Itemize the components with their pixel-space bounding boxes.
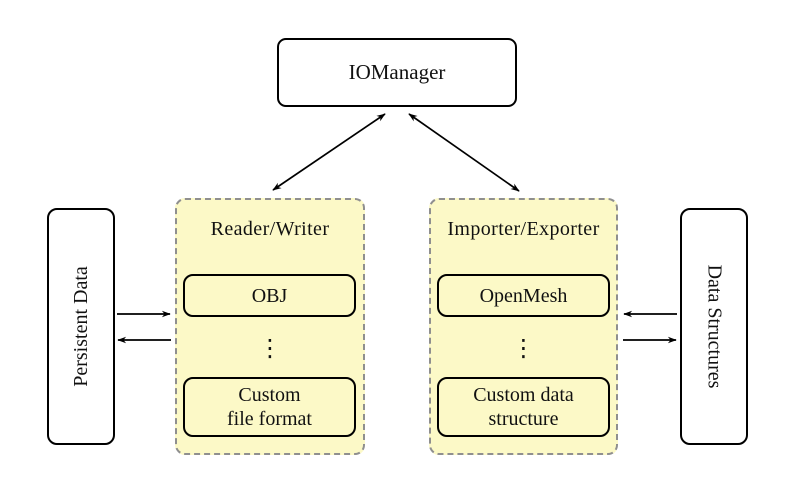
node-persistent-data: Persistent Data [47,208,115,445]
arrow-iomanager-importerexporter-icon [408,113,520,192]
group-reader-writer: Reader/Writer OBJ ⋮ Custom file format [175,198,365,455]
vertical-ellipsis-icon: ⋮ [511,334,536,362]
importer-exporter-label: Importer/Exporter [447,218,600,240]
iomanager-label: IOManager [348,60,446,84]
node-data-structures: Data Structures [680,208,748,445]
reader-writer-label: Reader/Writer [210,218,330,240]
group-importer-exporter: Importer/Exporter OpenMesh ⋮ Custom data… [429,198,618,455]
vertical-ellipsis-icon: ⋮ [258,334,282,362]
arrow-iomanager-readerwriter-icon [272,113,386,191]
data-structures-label: Data Structures [703,264,726,389]
node-custom-data-structure: Custom data structure [437,377,610,437]
node-openmesh: OpenMesh [437,274,610,317]
node-custom-file-format: Custom file format [183,377,356,437]
persistent-data-label: Persistent Data [69,266,92,387]
node-iomanager: IOManager [277,38,517,107]
node-obj: OBJ [183,274,356,317]
